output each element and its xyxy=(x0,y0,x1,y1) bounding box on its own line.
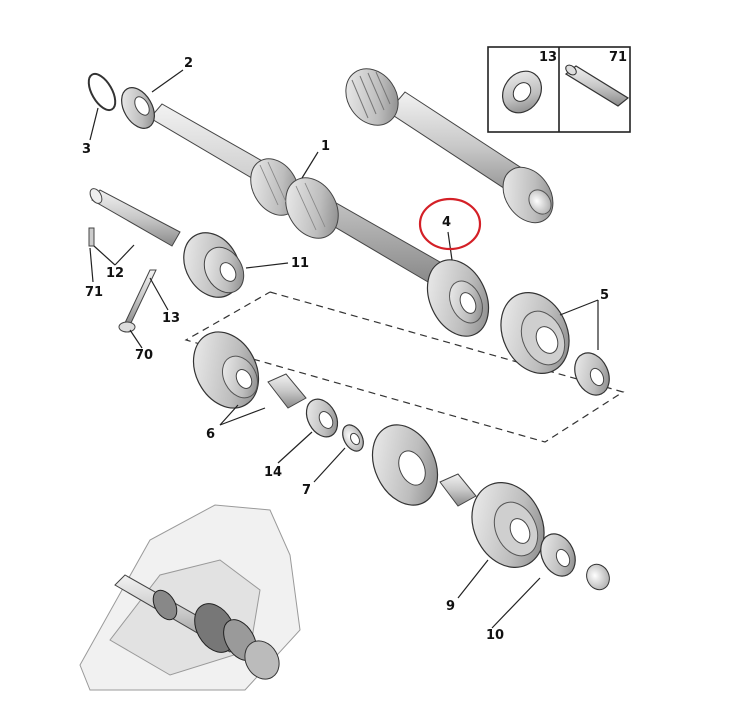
callout-10: 10 xyxy=(486,628,505,643)
gearbox-overview xyxy=(79,504,301,691)
callout-11: 11 xyxy=(291,256,310,271)
inset-label-13: 13 xyxy=(539,50,558,65)
inset-box xyxy=(487,46,631,133)
callout-12: 12 xyxy=(106,266,125,281)
callout-14: 14 xyxy=(264,465,283,480)
synchro-9 xyxy=(471,482,545,568)
input-shaft-1 xyxy=(149,103,441,283)
bearing-2 xyxy=(121,87,155,129)
callout-70: 70 xyxy=(135,348,154,363)
highlight-circle xyxy=(418,197,482,251)
inset-label-71: 71 xyxy=(609,50,628,65)
callout-9: 9 xyxy=(446,599,456,614)
secondary-shaft xyxy=(345,68,554,224)
bolt-70 xyxy=(118,269,157,333)
pin-71 xyxy=(88,227,95,247)
callout-13: 13 xyxy=(162,311,181,326)
callout-5: 5 xyxy=(600,288,610,303)
shaft-12 xyxy=(89,188,181,247)
gear-4 xyxy=(426,259,490,337)
gear-11 xyxy=(183,232,245,298)
callout-1: 1 xyxy=(321,139,331,154)
gear-lower xyxy=(371,424,439,506)
callout-4: 4 xyxy=(442,215,452,230)
callout-7: 7 xyxy=(302,483,312,498)
callout-3: 3 xyxy=(82,142,92,157)
leader-lines xyxy=(89,69,599,629)
washer-13-inset xyxy=(501,70,543,114)
hub-10 xyxy=(540,533,576,577)
cap-lower xyxy=(586,563,610,591)
pin-71-inset xyxy=(564,64,630,107)
dashed-group-outline xyxy=(184,291,625,443)
callout-6: 6 xyxy=(206,427,216,442)
bearing-14 xyxy=(305,398,339,438)
hub-5 xyxy=(574,352,610,396)
washer-7 xyxy=(342,424,364,452)
sleeve-6 xyxy=(267,373,307,409)
callout-2: 2 xyxy=(184,56,194,71)
synchro-5 xyxy=(500,292,570,374)
bushing-lower xyxy=(439,473,477,507)
circlip-3 xyxy=(87,72,117,112)
gear-6 xyxy=(192,331,260,409)
callout-71: 71 xyxy=(85,285,104,300)
